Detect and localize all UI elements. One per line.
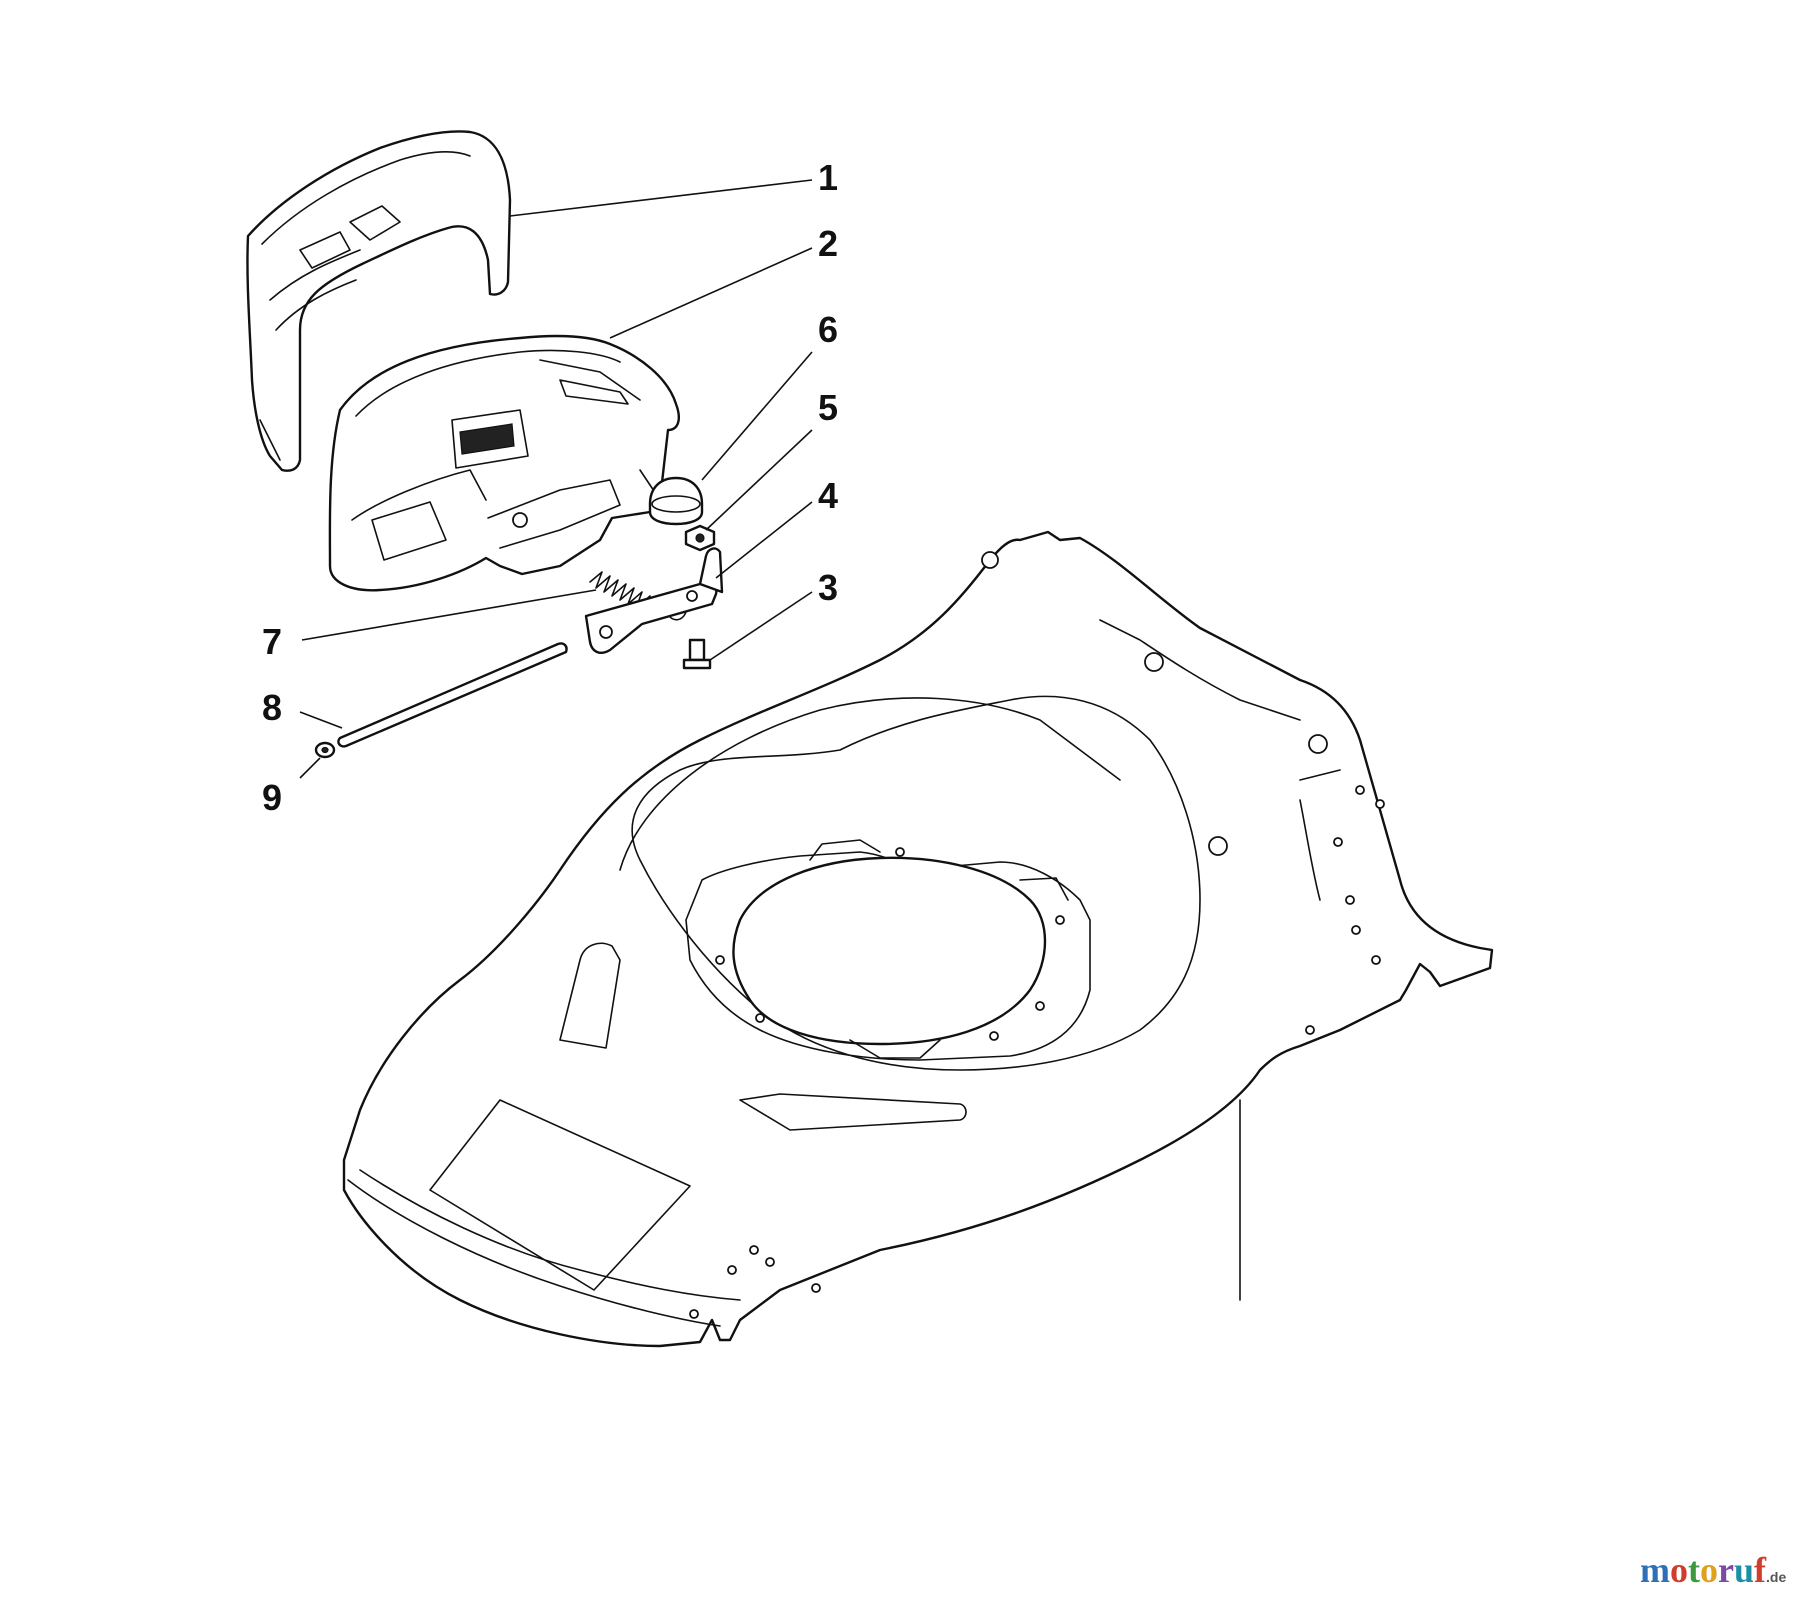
watermark-letter-m: m bbox=[1640, 1550, 1670, 1590]
leader-2 bbox=[609, 247, 813, 339]
watermark-suffix: .de bbox=[1766, 1569, 1786, 1585]
leader-6 bbox=[701, 351, 813, 481]
mower-deck-part bbox=[342, 530, 1494, 1348]
callout-7: 7 bbox=[262, 621, 282, 662]
callout-5: 5 bbox=[818, 387, 838, 428]
bracket-part bbox=[584, 547, 724, 654]
watermark-letter-o: o bbox=[1670, 1550, 1688, 1590]
callout-8: 8 bbox=[262, 687, 282, 728]
nut-part bbox=[684, 524, 716, 552]
watermark-letter-o2: o bbox=[1700, 1550, 1718, 1590]
leader-3 bbox=[709, 591, 813, 661]
leader-8 bbox=[299, 711, 343, 729]
washer-part bbox=[314, 741, 336, 759]
rod-part bbox=[337, 642, 568, 748]
rear-cover-part bbox=[328, 334, 680, 592]
callout-4: 4 bbox=[818, 475, 838, 516]
leader-5 bbox=[705, 429, 813, 531]
watermark-letter-f: f bbox=[1754, 1550, 1767, 1590]
watermark-logo: motoruf.de bbox=[1640, 1550, 1786, 1590]
rear-flap-part bbox=[246, 130, 512, 472]
watermark-letter-t: t bbox=[1688, 1550, 1700, 1590]
screw-part bbox=[682, 638, 712, 670]
leader-7 bbox=[301, 589, 597, 641]
callout-1: 1 bbox=[818, 157, 838, 198]
leader-9 bbox=[299, 757, 321, 779]
leader-1 bbox=[509, 179, 813, 217]
callout-6: 6 bbox=[818, 309, 838, 350]
cap-part bbox=[648, 476, 704, 526]
leader-4 bbox=[715, 501, 813, 579]
callout-3: 3 bbox=[818, 567, 838, 608]
leader-lines bbox=[299, 179, 813, 779]
watermark-letter-r: r bbox=[1718, 1550, 1734, 1590]
callout-2: 2 bbox=[818, 223, 838, 264]
callout-9: 9 bbox=[262, 777, 282, 818]
callout-labels: 1 2 6 5 4 3 7 8 9 bbox=[262, 157, 838, 818]
watermark-letter-u: u bbox=[1734, 1550, 1754, 1590]
svg-text:motoruf.de: motoruf.de bbox=[1640, 1550, 1786, 1590]
